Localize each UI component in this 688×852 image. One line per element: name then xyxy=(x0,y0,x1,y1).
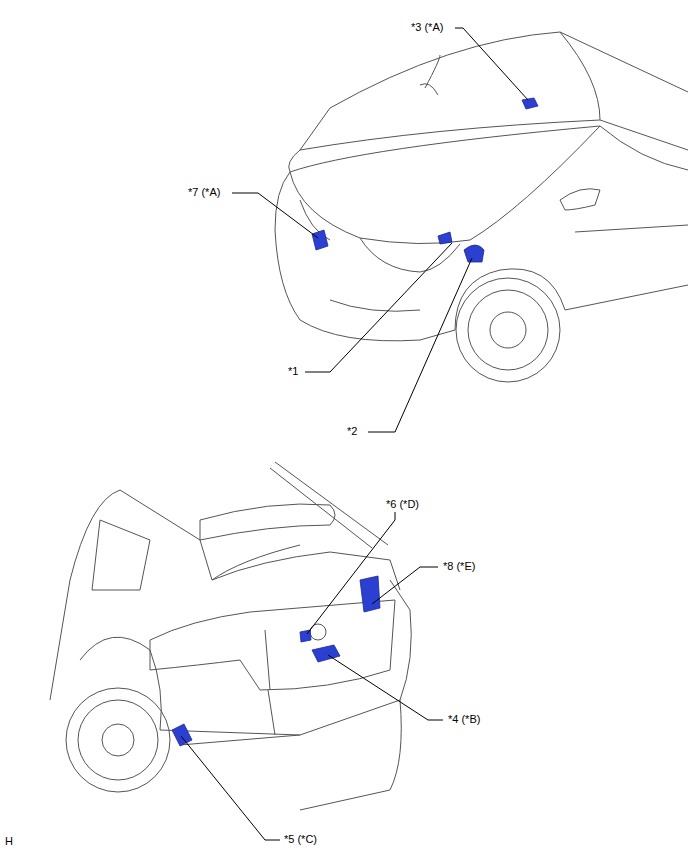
callout-number: *2 xyxy=(346,425,358,438)
callout-number: *3 (*A) xyxy=(410,21,444,34)
callout-number: *8 (*E) xyxy=(442,560,476,573)
callout-number: *5 (*C) xyxy=(283,833,318,846)
callout-number: *6 (*D) xyxy=(385,498,420,511)
callout-number: H xyxy=(4,835,14,848)
callout-number: *7 (*A) xyxy=(187,186,221,199)
callout-number: *1 xyxy=(287,365,299,378)
callout-number: *4 (*B) xyxy=(447,713,481,726)
